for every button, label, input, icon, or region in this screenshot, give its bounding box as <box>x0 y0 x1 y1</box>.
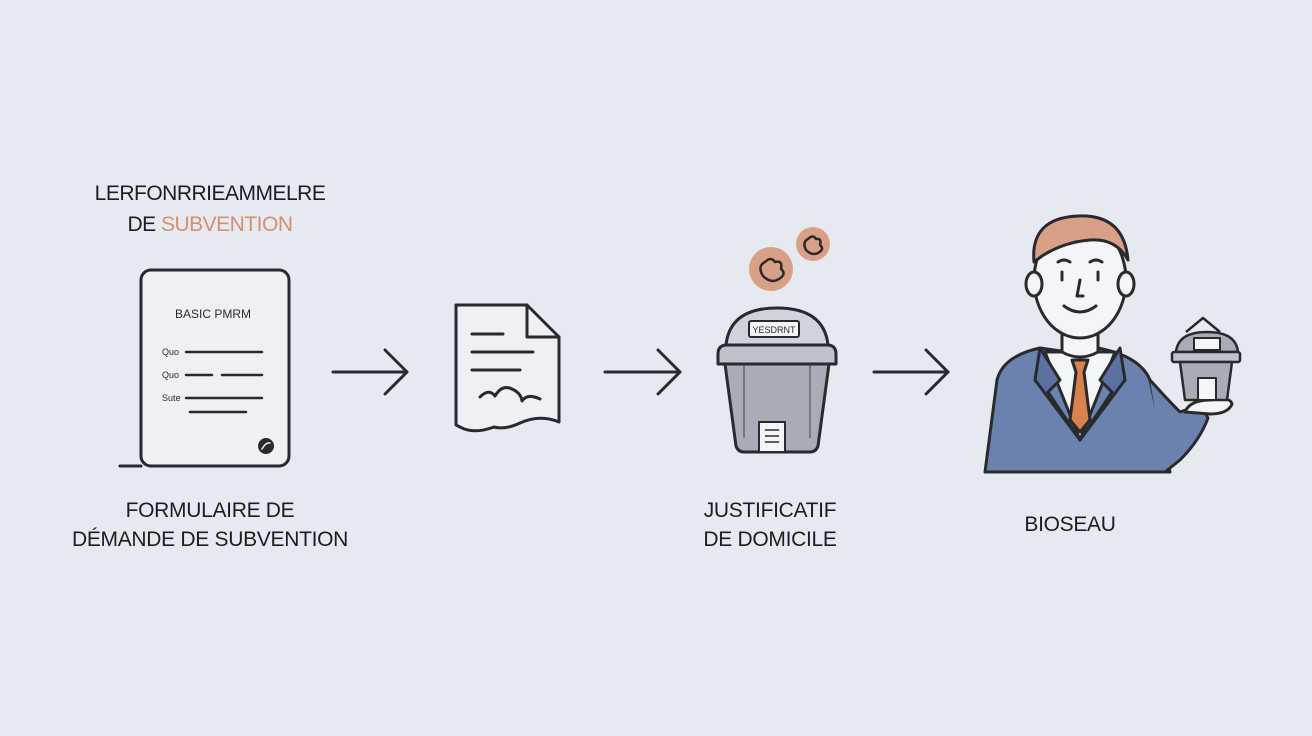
bin-label: YESDRNT <box>752 325 796 335</box>
trash-bin-icon: YESDRNT <box>716 306 838 454</box>
diagram-heading: LERFONRRIEAMMELRE DE SUBVENTION <box>60 178 360 240</box>
step-3-caption-line-1: JUSTIFICATIF <box>703 499 837 522</box>
heading-line-2-accent: SUBVENTION <box>160 213 293 236</box>
step-1-caption-line-2: DÉMANDE DE SUBVENTION <box>71 528 349 551</box>
signed-document-icon <box>454 303 561 433</box>
form-document-icon: BASIC PMRM Quo Quo Sute <box>118 268 291 468</box>
floating-bubble-icon-1 <box>749 247 793 291</box>
arrow-icon-3 <box>872 348 950 396</box>
arrow-icon-1 <box>331 348 409 396</box>
form-field-label-2: Quo <box>162 370 179 380</box>
floating-bubble-icon-2 <box>796 227 830 261</box>
arrow-icon-2 <box>603 348 682 396</box>
form-title: BASIC PMRM <box>175 307 251 321</box>
form-field-label-3: Sute <box>162 393 181 403</box>
heading-line-2-prefix: DE <box>127 213 161 236</box>
businessman-icon <box>983 214 1234 474</box>
heading-line-2: DE SUBVENTION <box>60 209 360 240</box>
step-4-caption: BIOSEAU <box>1024 513 1116 536</box>
heading-line-1: LERFONRRIEAMMELRE <box>94 182 326 205</box>
small-bin-icon <box>1170 316 1242 402</box>
step-3-caption: JUSTIFICATIF DE DOMICILE <box>660 496 880 554</box>
form-field-label-1: Quo <box>162 347 179 357</box>
step-3-caption-line-2: DE DOMICILE <box>703 528 837 551</box>
step-1-caption: FORMULAIRE DE DÉMANDE DE SUBVENTION <box>40 496 380 554</box>
step-1-caption-line-1: FORMULAIRE DE <box>125 499 295 522</box>
